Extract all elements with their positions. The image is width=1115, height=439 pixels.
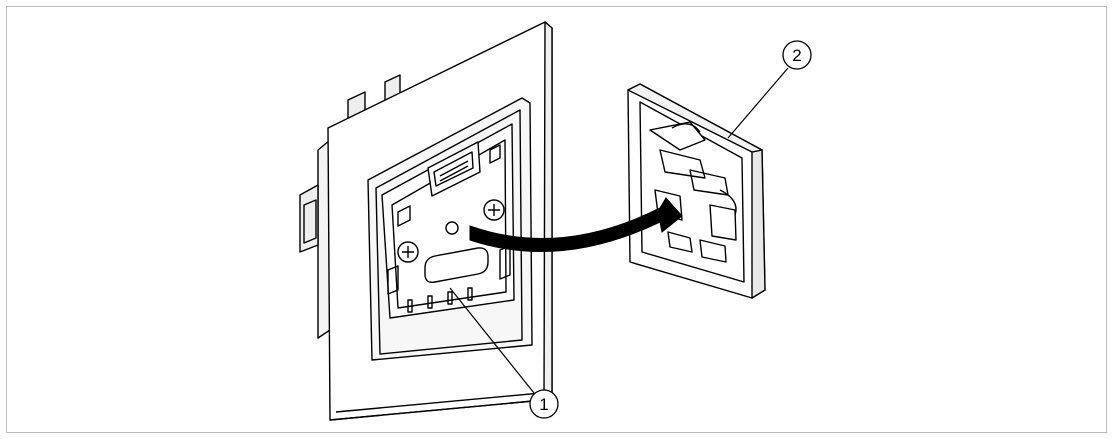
wall-frame-with-insert [299,21,553,421]
callout-1-leader-line [449,287,535,394]
transfer-arrow-icon [469,197,683,253]
callout-2-circle [782,40,812,70]
figure-frame [6,6,1107,433]
callout-1-label: 1 [539,395,548,414]
callout-2-label: 2 [792,46,801,65]
callout-2-leader-line [727,67,789,139]
cover-module [627,83,766,299]
callout-2: 2 [727,40,812,139]
callout-1-circle [529,389,559,419]
callout-1: 1 [449,287,559,419]
